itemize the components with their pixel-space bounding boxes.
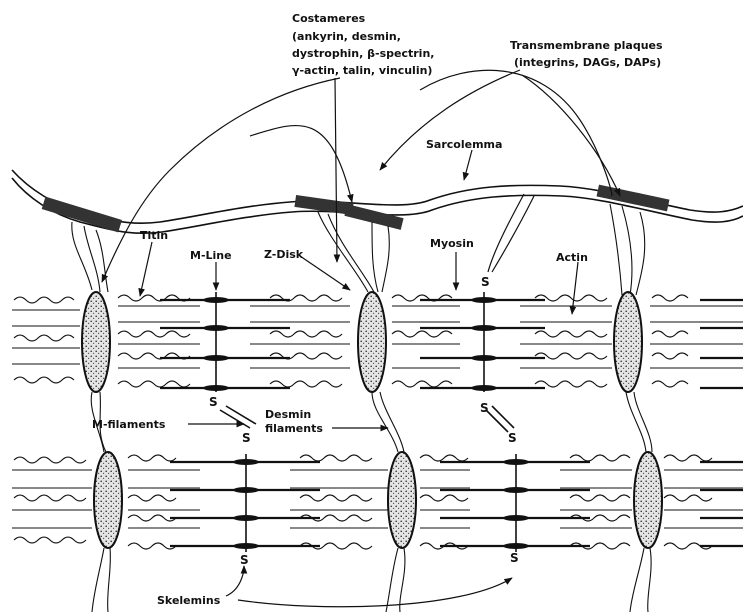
desmin-filaments-line-1: Desmin	[265, 408, 311, 421]
label-actin: Actin	[556, 251, 588, 264]
s-marker-upper-right: S	[480, 401, 489, 415]
label-costameres: Costameres (ankyrin, desmin, dystrophin,…	[292, 12, 434, 77]
label-desmin-filaments: Desmin filaments	[265, 408, 323, 435]
plaque-3	[344, 204, 403, 230]
upper-titin-wavy	[14, 295, 688, 387]
upper-m-lines	[203, 292, 497, 392]
desmin-filaments-links	[91, 392, 652, 452]
label-sarcolemma: Sarcolemma	[426, 138, 502, 151]
s-marker-lower-left: S	[240, 553, 249, 567]
lower-m-lines	[233, 454, 529, 552]
label-myosin: Myosin	[430, 237, 474, 250]
upper-myofibril	[12, 292, 743, 392]
lower-myofibril	[12, 452, 743, 552]
label-titin: Titin	[140, 229, 168, 242]
s-marker-myosin: S	[481, 275, 490, 289]
costameres-line-1: Costameres	[292, 12, 366, 25]
label-transmembrane-plaques: Transmembrane plaques (integrins, DAGs, …	[510, 39, 663, 69]
plaque-1	[42, 197, 122, 233]
costameres-line-2: (ankyrin, desmin,	[292, 30, 401, 43]
lower-z-disks	[94, 452, 662, 548]
costameres-line-4: γ-actin, talin, vinculin)	[292, 64, 432, 77]
costameres-line-3: dystrophin, β-spectrin,	[292, 47, 434, 60]
label-z-disk: Z-Disk	[264, 248, 304, 261]
transmembrane-plaques-line-2: (integrins, DAGs, DAPs)	[514, 56, 661, 69]
s-marker-upper-left: S	[209, 395, 218, 409]
label-m-line: M-Line	[190, 249, 232, 262]
s-marker-lower-right: S	[510, 551, 519, 565]
s-marker-upper-right-lower: S	[508, 431, 517, 445]
transmembrane-plaques-line-1: Transmembrane plaques	[510, 39, 663, 52]
transmembrane-plaques	[42, 185, 670, 233]
upper-z-disks	[82, 292, 642, 392]
label-skelemins: Skelemins	[157, 594, 221, 607]
s-marker-upper-left-lower: S	[242, 431, 251, 445]
label-m-filaments: M-filaments	[92, 418, 166, 431]
costamere-arcs	[102, 70, 620, 282]
desmin-filaments-line-2: filaments	[265, 422, 323, 435]
